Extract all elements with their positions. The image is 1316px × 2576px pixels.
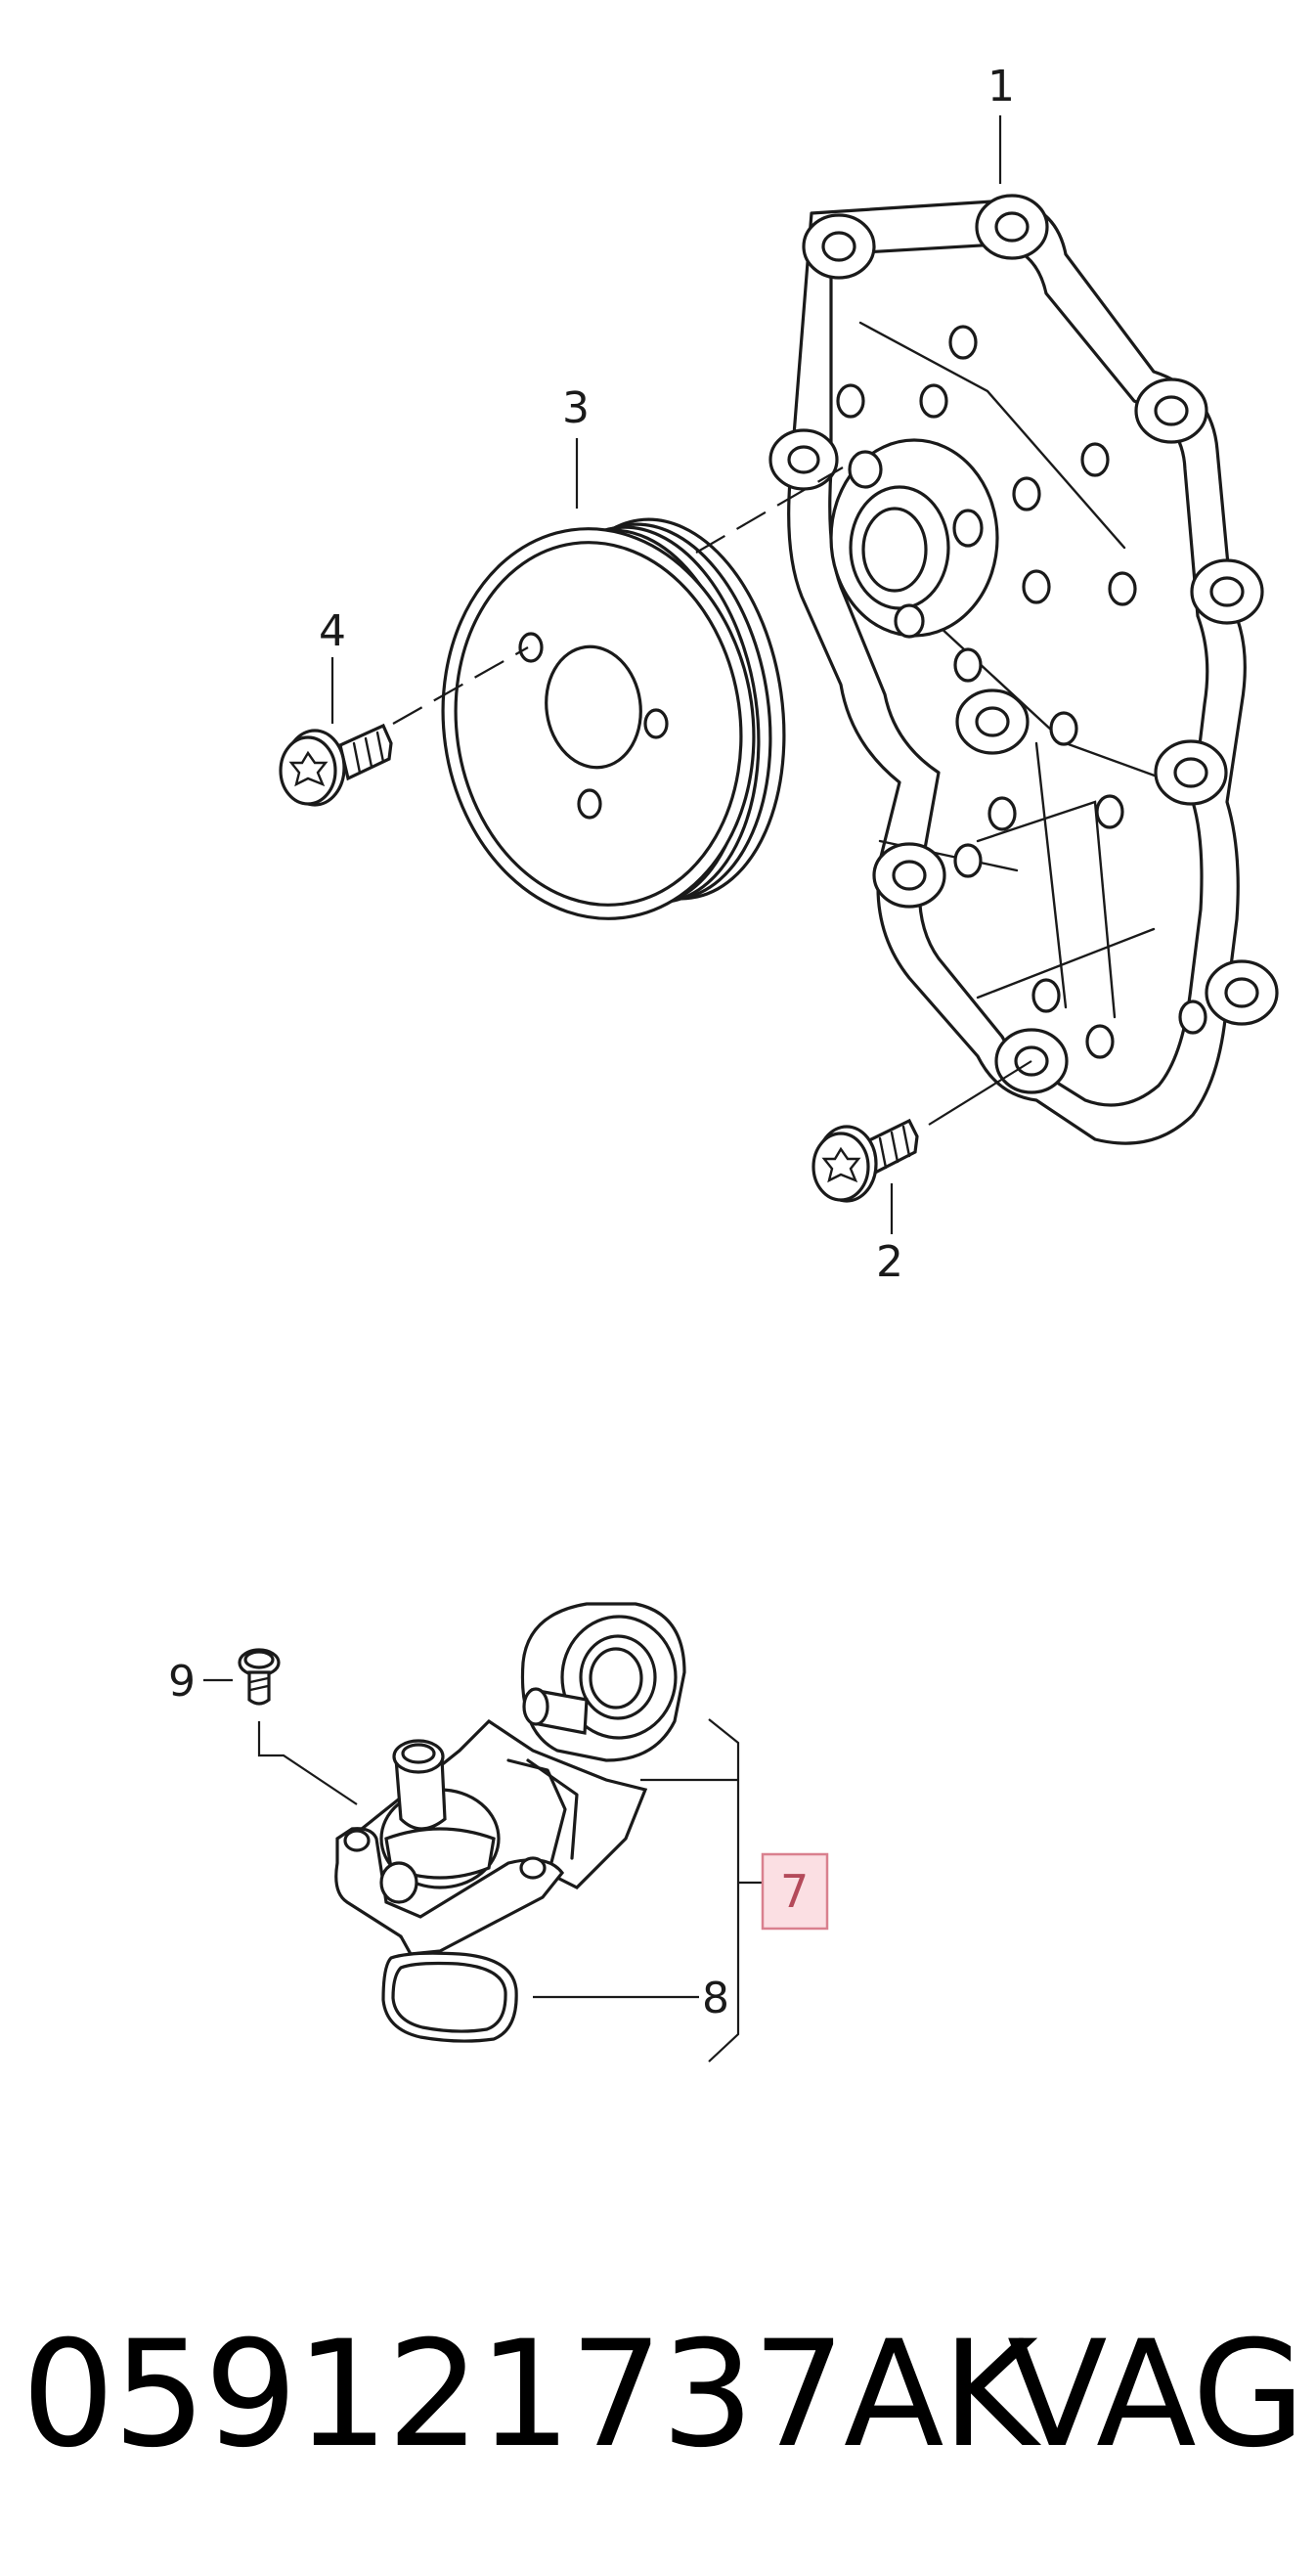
callout-9: 9 [168, 1657, 196, 1707]
thermostat-housing [334, 1602, 686, 1956]
plate-bolt [812, 1118, 919, 1203]
alignment-line-bolt-plate [928, 1060, 1032, 1126]
part-number: 059121737AK [22, 2310, 1042, 2480]
callout-8: 8 [702, 1974, 729, 2023]
alignment-line-bolt-pulley [392, 646, 529, 725]
callout-3: 3 [562, 383, 590, 433]
pulley-bolt [279, 723, 393, 807]
callout-2: 2 [876, 1237, 903, 1287]
housing-screw [238, 1648, 281, 1706]
callout-4: 4 [319, 606, 346, 656]
leader-9-down [257, 1721, 358, 1805]
bracket-7 [708, 1718, 740, 2063]
cover-plate [768, 194, 1279, 1145]
pulley [441, 517, 786, 920]
o-ring [381, 1951, 518, 2043]
callout-7: 7 [780, 1865, 809, 1918]
alignment-line-pulley-hub [695, 466, 844, 554]
callout-7-highlight [761, 1852, 829, 1931]
callout-1: 1 [987, 62, 1015, 111]
brand-name: VAG [1007, 2310, 1303, 2480]
